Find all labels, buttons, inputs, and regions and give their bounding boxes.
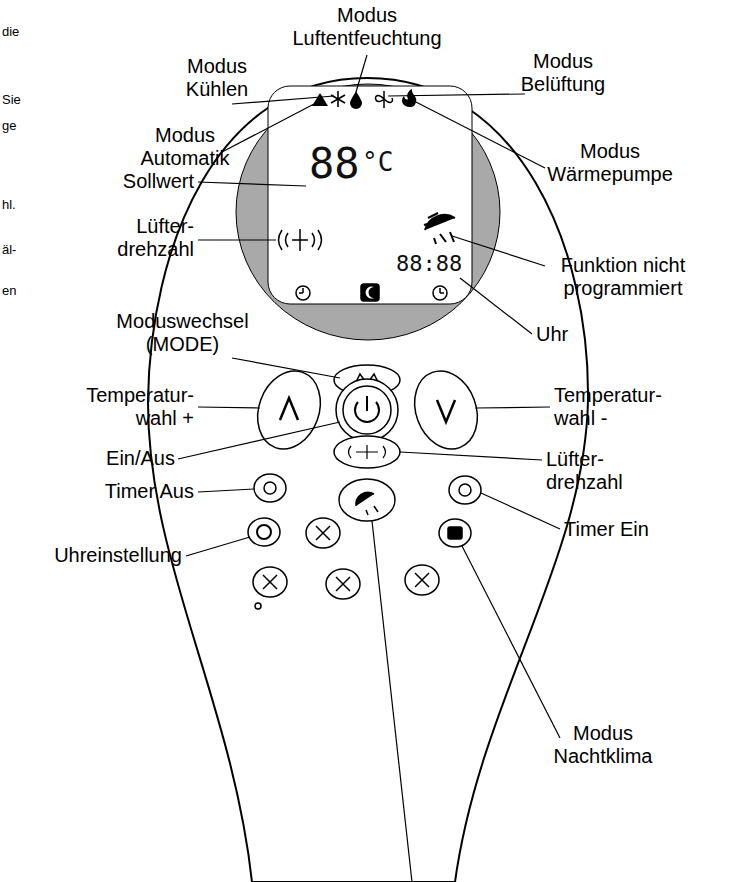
screen-surround <box>236 84 500 340</box>
lcd-icons <box>312 89 416 109</box>
lcd-timer-icons <box>296 284 447 301</box>
fragment-text: ge <box>2 118 16 133</box>
callout-label: Sollwert <box>92 170 194 193</box>
louver-icon <box>424 213 455 244</box>
fan-speed-icon <box>279 229 322 251</box>
leader-lines <box>178 55 560 882</box>
callout-label: Timer Aus <box>78 480 194 503</box>
mode-label: Modus Automatik <box>130 124 240 170</box>
mode-label: Modus Luftentfeuchtung <box>282 4 452 50</box>
display-text: 88:88 <box>396 252 462 276</box>
callout-label: Lüfter- drehzahl <box>108 215 194 261</box>
mode-label: Modus Kühlen <box>176 55 258 101</box>
callout-label: Moduswechsel (MODE) <box>110 310 255 356</box>
mode-label: Modus Belüftung <box>508 50 618 96</box>
buttons <box>247 362 488 609</box>
callout-label: Ein/Aus <box>80 447 175 470</box>
fragment-text: äl- <box>2 242 16 257</box>
fragment-text: die <box>2 24 19 39</box>
display-text: °C <box>362 148 393 177</box>
callout-label: Uhr <box>536 323 586 346</box>
fragment-text: hl. <box>2 197 16 212</box>
remote-housing <box>148 78 588 882</box>
display-text: 88 <box>309 141 360 187</box>
callout-label: Uhreinstellung <box>12 544 182 567</box>
callout-label: Lüfter- drehzahl <box>546 448 638 494</box>
callout-label: Timer Ein <box>564 518 674 541</box>
callout-label: Temperatur- wahl - <box>554 384 684 430</box>
callout-label: Modus Nachtklima <box>542 722 664 768</box>
fragment-text: Sie <box>2 92 21 107</box>
lcd-display <box>268 86 472 304</box>
callout-label: Funktion nicht programmiert <box>548 254 698 300</box>
mode-label: Modus Wärmepumpe <box>545 140 675 186</box>
callout-label: Temperatur- wahl + <box>62 384 194 430</box>
fragment-text: en <box>2 283 16 298</box>
